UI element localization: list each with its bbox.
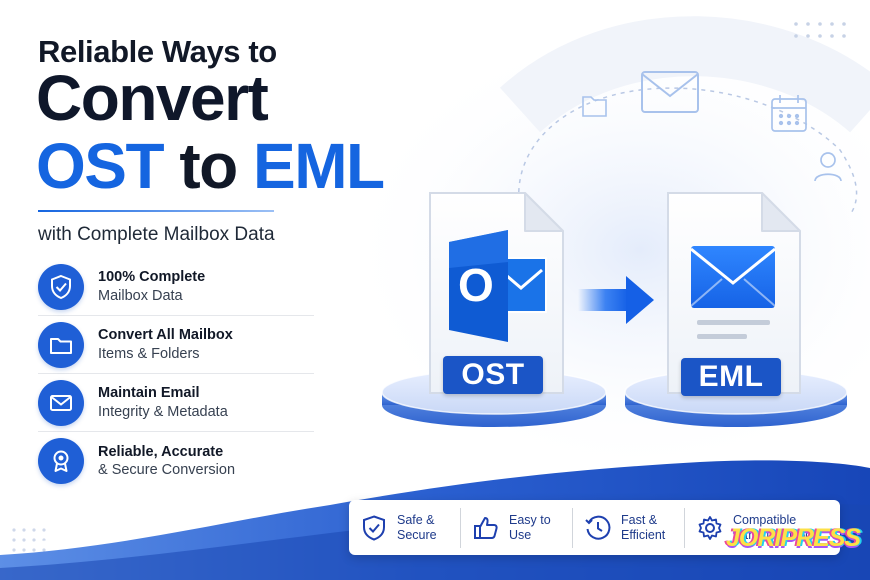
headline-line-3: OST to EML [36,134,385,198]
shield-check-icon [359,513,389,543]
benefit-line-1: Easy to [509,512,551,527]
benefit-line-2: with All Outlook [733,527,819,542]
feature-subtitle: & Secure Conversion [98,462,236,478]
benefit-line-1: Fast & [621,512,658,527]
benefit-line-1: Compatible [733,512,797,527]
watermark-logo: JORIPRESS [726,524,861,552]
headline-to: to [163,130,254,202]
feature-list: 100% Complete Mailbox Data Convert All M… [38,258,314,490]
benefit-item: Fast &Efficient [573,507,685,548]
user-float-icon [814,152,842,182]
clock-icon [583,513,613,543]
outlook-letter: O [458,259,494,311]
ost-file-icon [429,192,564,394]
feature-item: Convert All Mailbox Items & Folders [38,316,314,374]
feature-subtitle: Mailbox Data [98,287,183,304]
benefit-line-2: Secure [397,527,437,542]
headline-subtitle: with Complete Mailbox Data [38,224,275,245]
gear-icon [695,513,725,543]
benefit-item: Safe &Secure [349,507,461,548]
headline-ost: OST [36,130,165,202]
feature-item: Reliable, Accurate & Secure Conversion [38,432,314,490]
benefit-line-1: Safe & [397,512,435,527]
feature-item: Maintain Email Integrity & Metadata [38,374,314,432]
feature-item: 100% Complete Mailbox Data [38,258,314,316]
feature-title: Maintain Email [98,385,200,402]
calendar-float-icon [771,95,807,132]
shield-check-icon [38,263,84,310]
feature-title: Convert All Mailbox [98,327,233,344]
feature-subtitle: Items & Folders [98,345,200,362]
envelope-icon [38,379,84,426]
feature-title: Reliable, Accurate [98,443,224,460]
eml-badge: EML [681,358,781,396]
thumbs-up-icon [471,513,501,543]
convert-arrow-icon [578,276,654,324]
award-badge-icon [38,438,84,484]
headline-divider [38,210,274,212]
ost-badge: OST [443,356,543,394]
feature-title: 100% Complete [98,269,206,286]
feature-subtitle: Integrity & Metadata [98,403,228,420]
eml-file-icon [667,192,801,394]
benefit-line-2: Efficient [621,527,666,542]
mail-float-icon [641,71,699,113]
benefit-line-2: Use [509,527,532,542]
folder-float-icon [582,96,607,117]
headline-line-1: Reliable Ways to [38,34,277,69]
folder-icon [38,321,84,368]
headline-line-2: Convert [36,62,269,134]
headline-eml: EML [253,130,385,202]
